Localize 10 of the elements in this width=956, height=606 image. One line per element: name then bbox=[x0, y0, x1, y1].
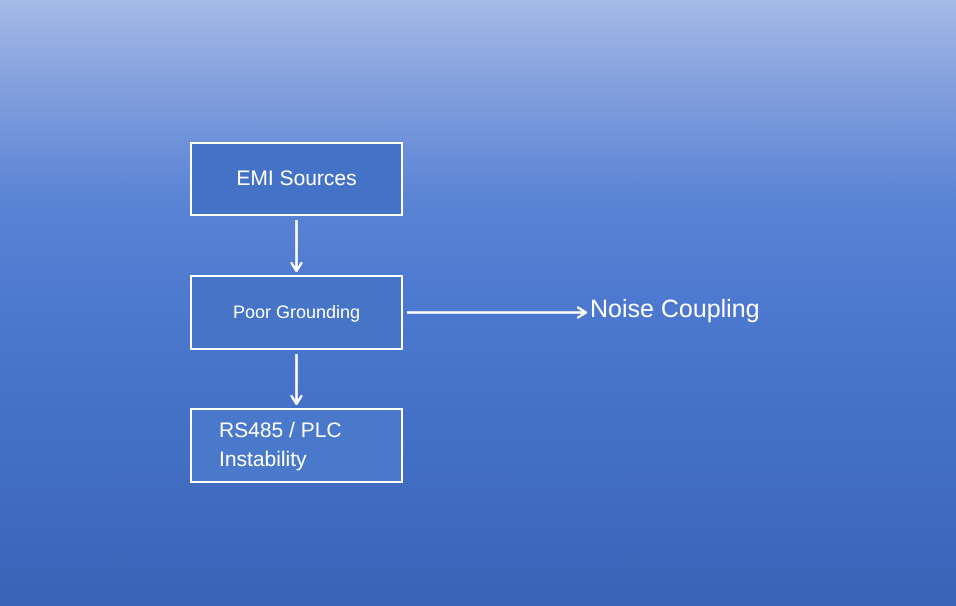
process-box bbox=[190, 275, 403, 350]
box-label: RS485 / PLC Instability bbox=[219, 418, 343, 472]
process-box bbox=[190, 408, 403, 483]
arrow bbox=[290, 354, 303, 406]
arrow bbox=[407, 306, 588, 319]
outcome-label: Noise Coupling bbox=[590, 293, 760, 326]
arrow bbox=[290, 220, 303, 272]
box-label: Poor Grounding bbox=[232, 301, 360, 324]
box-label: EMI Sources bbox=[236, 166, 357, 192]
process-box bbox=[190, 142, 403, 216]
